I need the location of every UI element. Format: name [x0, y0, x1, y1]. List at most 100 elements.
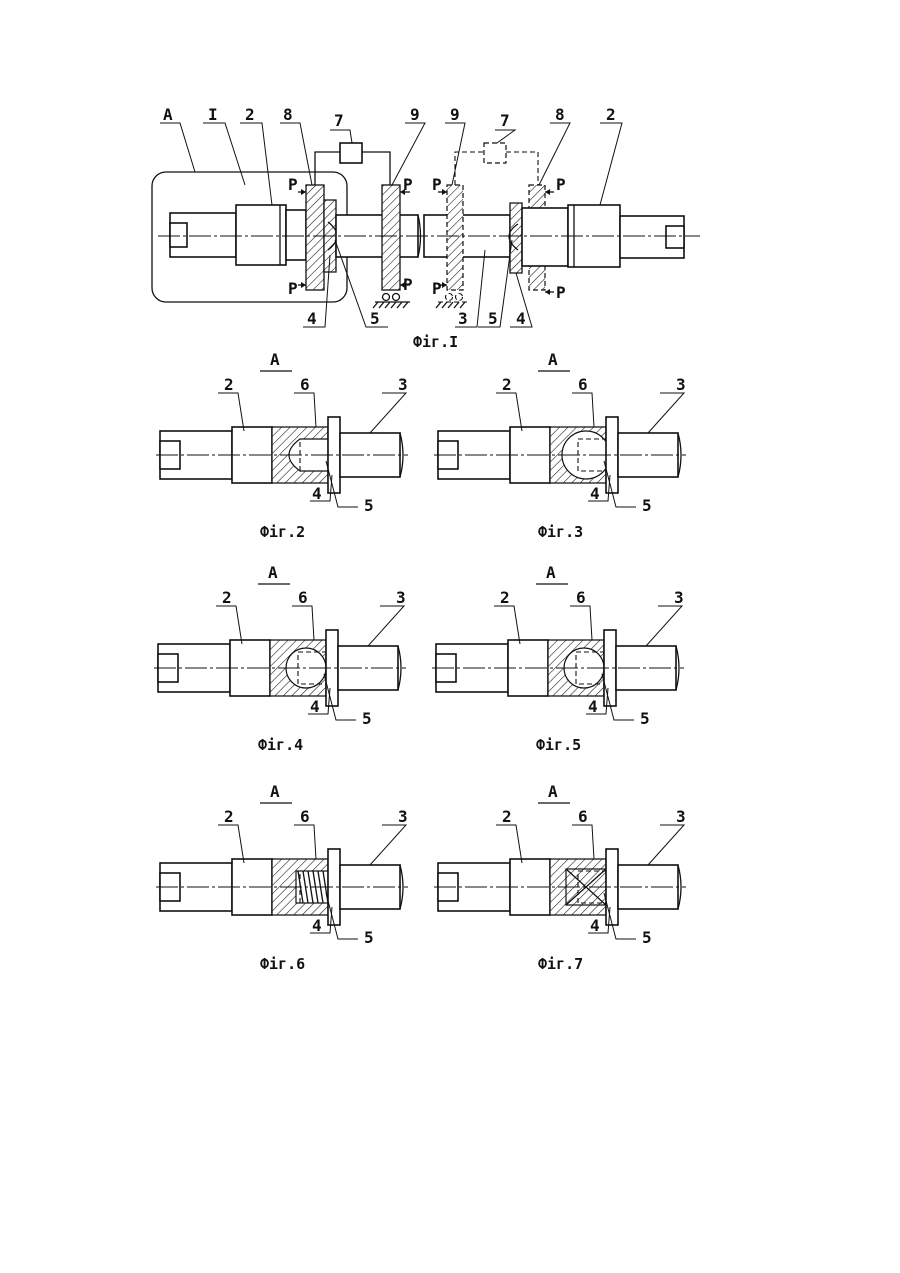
- detail-figure-4: A 2 6 3 4 5Фіг.4: [154, 563, 406, 754]
- unit-7-right: [484, 143, 506, 163]
- label-4-left: 4: [307, 309, 317, 328]
- label-2: 2: [222, 588, 232, 607]
- leader-3: [370, 825, 406, 865]
- label-5-left: 5: [370, 309, 380, 328]
- label-3: 3: [458, 309, 468, 328]
- unit-7-left: [340, 143, 362, 163]
- view-marker: A: [268, 563, 278, 582]
- label-5: 5: [364, 496, 374, 515]
- label-4: 4: [312, 916, 322, 935]
- leader-2: [216, 606, 242, 644]
- leader-2: [496, 825, 522, 863]
- label-5: 5: [642, 928, 652, 947]
- clamp-9-right: [447, 185, 463, 290]
- label-5: 5: [362, 709, 372, 728]
- label-6: 6: [578, 375, 588, 394]
- leader-3: [648, 393, 684, 433]
- label-2-right: 2: [606, 105, 616, 124]
- leader-6: [572, 393, 594, 427]
- label-5: 5: [640, 709, 650, 728]
- clamp-9-left: [382, 185, 400, 290]
- detail-figure-7: A26345Фіг.7: [434, 782, 686, 973]
- force-label: P: [432, 279, 442, 298]
- view-marker: A: [270, 350, 280, 369]
- label-9-left: 9: [410, 105, 420, 124]
- force-label: P: [288, 279, 298, 298]
- label-3: 3: [398, 807, 408, 826]
- leader-6: [570, 606, 592, 640]
- label-4: 4: [588, 697, 598, 716]
- label-5: 5: [364, 928, 374, 947]
- label-6: 6: [300, 807, 310, 826]
- detail-figure-6: A 2 6 3 4 5Фіг.6: [156, 782, 408, 973]
- left-shaft-part-2: [170, 205, 306, 265]
- label-6: 6: [300, 375, 310, 394]
- label-a: A: [163, 105, 173, 124]
- label-9-right: 9: [450, 105, 460, 124]
- figure-caption: Фіг.7: [538, 955, 583, 973]
- leader-2: [496, 393, 522, 431]
- label-5: 5: [642, 496, 652, 515]
- view-marker: A: [270, 782, 280, 801]
- figure-caption: Фіг.3: [538, 523, 583, 541]
- label-2: 2: [500, 588, 510, 607]
- detail-figure-2: A 2 6 3 4 5Фіг.2: [156, 350, 408, 541]
- label-2: 2: [224, 807, 234, 826]
- figure-caption: Фіг.5: [536, 736, 581, 754]
- label-3: 3: [676, 807, 686, 826]
- label-2-left: 2: [245, 105, 255, 124]
- label-3: 3: [396, 588, 406, 607]
- label-8-right: 8: [555, 105, 565, 124]
- label-3: 3: [676, 375, 686, 394]
- force-label: P: [403, 175, 413, 194]
- leader-6: [294, 393, 316, 427]
- fig1-caption: Фіг.I: [413, 333, 458, 351]
- label-4: 4: [312, 484, 322, 503]
- label-7-right: 7: [500, 111, 510, 130]
- view-marker: A: [548, 350, 558, 369]
- leader-6: [572, 825, 594, 859]
- leader-2: [494, 606, 520, 644]
- view-marker: A: [548, 782, 558, 801]
- leader-6: [292, 606, 314, 640]
- leader-2: [218, 825, 244, 863]
- label-5-right: 5: [488, 309, 498, 328]
- detail-figure-5: A 2 6 3 4 5Фіг.5: [432, 563, 684, 754]
- label-3: 3: [674, 588, 684, 607]
- figure-caption: Фіг.2: [260, 523, 305, 541]
- label-3: 3: [398, 375, 408, 394]
- detail-figure-3: A 2 6 3 4 5Фіг.3: [434, 350, 686, 541]
- leader-3: [368, 606, 404, 646]
- label-6: 6: [298, 588, 308, 607]
- label-2: 2: [502, 375, 512, 394]
- label-4-right: 4: [516, 309, 526, 328]
- label-4: 4: [590, 916, 600, 935]
- force-label: P: [432, 175, 442, 194]
- label-8-left: 8: [283, 105, 293, 124]
- figure-1-assembly: P P P P P P P P A I 2 8 7 9: [152, 105, 700, 351]
- view-marker: A: [546, 563, 556, 582]
- label-4: 4: [590, 484, 600, 503]
- figure-caption: Фіг.6: [260, 955, 305, 973]
- leader-2: [218, 393, 244, 431]
- force-label: P: [556, 175, 566, 194]
- label-2: 2: [224, 375, 234, 394]
- label-i: I: [208, 105, 218, 124]
- label-6: 6: [578, 807, 588, 826]
- leader-3: [648, 825, 684, 865]
- label-4: 4: [310, 697, 320, 716]
- leader-3: [646, 606, 682, 646]
- label-6: 6: [576, 588, 586, 607]
- leader-3: [370, 393, 406, 433]
- force-label: P: [403, 275, 413, 294]
- right-flange-4: [510, 203, 522, 273]
- leader-6: [294, 825, 316, 859]
- force-label: P: [556, 283, 566, 302]
- detail-figures: A26345Фіг.2A26345Фіг.3A26345Фіг.4A26345Ф…: [154, 350, 686, 973]
- left-die-8: [306, 185, 324, 290]
- force-label: P: [288, 175, 298, 194]
- pipe-3-right: [424, 215, 510, 257]
- figure-caption: Фіг.4: [258, 736, 303, 754]
- label-7-left: 7: [334, 111, 344, 130]
